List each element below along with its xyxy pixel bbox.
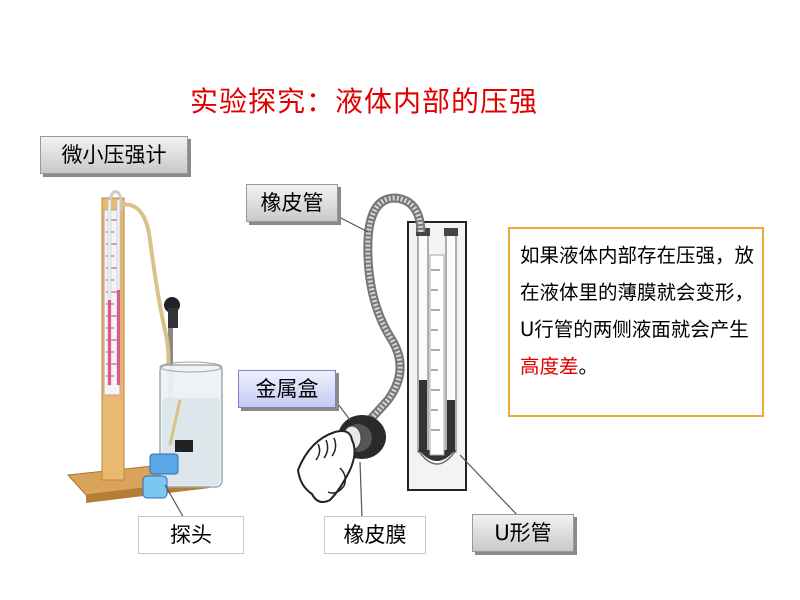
page-title: 实验探究：液体内部的压强 <box>190 85 539 118</box>
label-rubber-tube: 橡皮管 <box>246 184 338 222</box>
explanation-box: 如果液体内部存在压强，放在液体里的薄膜就会变形，U行管的两侧液面就会产生高度差。 <box>508 227 764 417</box>
explanation-end: 。 <box>578 355 599 378</box>
pointer-rubber-tube <box>334 214 369 233</box>
pointer-rubber-film <box>359 461 363 519</box>
u-tube-manometer-apparatus <box>296 193 467 503</box>
explanation-text: 如果液体内部存在压强，放在液体里的薄膜就会变形，U行管的两侧液面就会产生 <box>520 244 755 341</box>
explanation-highlight: 高度差 <box>520 355 579 378</box>
label-micro-pressure-gauge: 微小压强计 <box>40 136 188 174</box>
label-metal-box: 金属盒 <box>238 370 336 408</box>
label-u-tube: U形管 <box>472 514 574 552</box>
pointer-u-tube <box>459 454 521 519</box>
label-probe: 探头 <box>138 516 244 554</box>
label-rubber-film: 橡皮膜 <box>324 516 426 554</box>
pointer-metal-box <box>334 399 351 421</box>
micro-pressure-gauge-apparatus <box>66 190 223 503</box>
pointer-probe <box>164 484 186 521</box>
